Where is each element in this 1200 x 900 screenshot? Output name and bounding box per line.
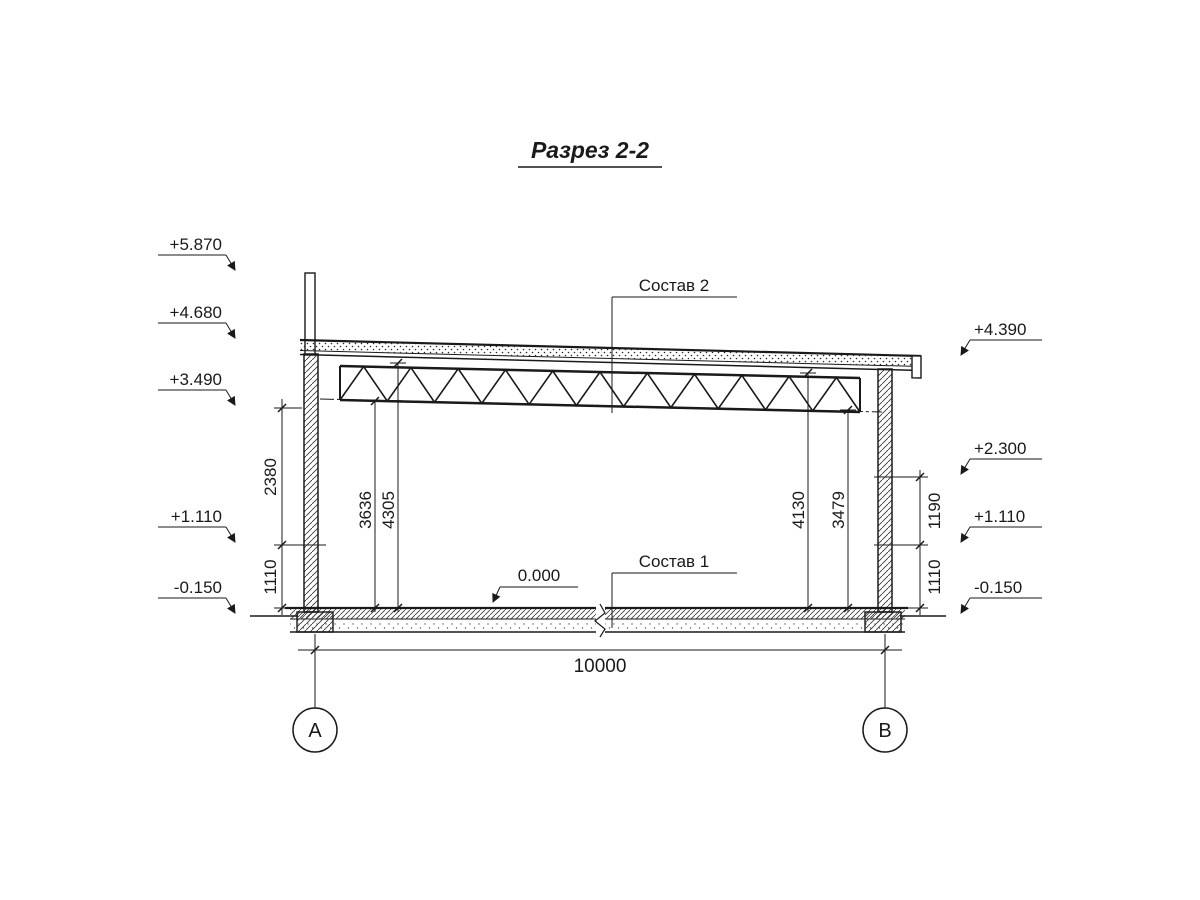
dim-overall-width: 10000 [298, 634, 902, 708]
level-value: +1.110 [171, 507, 222, 526]
level-mark: +1.110 [960, 507, 1042, 543]
dim-tick [277, 403, 287, 413]
level-value: +2.300 [974, 439, 1026, 458]
roof-layer-line [299, 350, 922, 367]
level-arrow-icon [225, 389, 236, 406]
dim-value: 1190 [925, 493, 944, 530]
dim-tick [803, 603, 813, 613]
left-wall [303, 353, 319, 613]
roof-assembly [299, 338, 922, 379]
dim-value: 2380 [261, 458, 280, 496]
break-symbol [594, 603, 606, 638]
callout-label: Состав 1 [639, 552, 710, 571]
level-value: +4.390 [974, 320, 1026, 339]
foundation-left [296, 611, 334, 633]
dim-tick [310, 645, 320, 655]
dim-tick [277, 540, 287, 550]
level-value: 0.000 [518, 566, 561, 585]
level-mark: +4.390 [960, 320, 1042, 356]
level-mark: +3.490 [158, 370, 236, 406]
level-mark: +5.870 [158, 235, 236, 271]
dim-value: 3479 [829, 491, 848, 529]
level-arrow-icon [225, 526, 236, 543]
level-mark: +1.110 [158, 507, 236, 543]
level-value: +4.680 [170, 303, 222, 322]
dim-tick [393, 358, 403, 368]
level-mark: -0.150 [158, 578, 236, 614]
roof-truss [319, 364, 883, 414]
break-gap [596, 605, 605, 635]
axis-bubble-a: A [292, 707, 338, 753]
dim-tick [880, 645, 890, 655]
dim-value: 4305 [379, 491, 398, 529]
level-arrow-icon [960, 339, 971, 356]
roof-insulation [300, 341, 921, 366]
axis-bubble-b: B [862, 707, 908, 753]
foundation-right [864, 611, 902, 633]
level-arrow-icon [960, 458, 971, 475]
floor-slab [285, 603, 908, 638]
level-mark: +4.680 [158, 303, 236, 339]
callout-label: Состав 2 [639, 276, 710, 295]
dim-tick [803, 368, 813, 378]
level-arrow-icon [492, 586, 501, 603]
level-value: -0.150 [974, 578, 1022, 597]
dim-value: 4130 [789, 491, 808, 529]
level-arrow-icon [960, 597, 971, 614]
level-value: +1.110 [974, 507, 1025, 526]
dim-tick [843, 603, 853, 613]
dim-tick [370, 603, 380, 613]
right-wall [874, 368, 896, 613]
dim-tick [393, 603, 403, 613]
dim-tick [915, 540, 925, 550]
dim-value: 1110 [261, 559, 280, 594]
dim-tick [370, 396, 380, 406]
level-arrow-icon [225, 322, 236, 339]
roof-deck-line [299, 353, 922, 372]
dim-tick [277, 603, 287, 613]
level-mark: +2.300 [960, 439, 1042, 475]
dim-interior: 3636 4305 4130 3479 [356, 358, 856, 613]
dim-value: 3636 [356, 491, 375, 529]
page-title: Разрез 2-2 [531, 137, 649, 163]
dim-value: 1110 [925, 559, 944, 594]
dim-right-exterior: 1190 1110 [894, 470, 944, 615]
dim-tick [915, 603, 925, 613]
level-arrow-icon [225, 254, 236, 271]
truss-bottom-chord [339, 398, 861, 414]
level-marks-left: +5.870 +4.680 +3.490 +1.110 -0.150 [158, 235, 236, 614]
axis-label: A [308, 720, 322, 742]
drawing-title: Разрез 2-2 [518, 137, 662, 168]
truss-web-zigzag [339, 365, 861, 413]
truss-axis-dashdot [319, 398, 883, 413]
roof-fascia [911, 355, 922, 379]
level-value: -0.150 [174, 578, 222, 597]
roof-top-line [299, 338, 922, 358]
zero-level-mark: 0.000 [492, 566, 578, 603]
callout-roof-assembly: Состав 2 [611, 276, 737, 413]
level-value: +5.870 [170, 235, 222, 254]
level-arrow-icon [960, 526, 971, 543]
level-arrow-icon [225, 597, 236, 614]
callout-floor-assembly: Состав 1 [611, 552, 737, 628]
dim-value: 10000 [574, 656, 627, 677]
level-value: +3.490 [170, 370, 222, 389]
dim-left-exterior: 2380 1110 [261, 399, 326, 615]
axis-label: B [878, 720, 891, 742]
level-marks-right: +4.390 +2.300 +1.110 -0.150 [960, 320, 1042, 614]
level-mark: -0.150 [960, 578, 1042, 614]
dim-tick [843, 405, 853, 415]
dim-tick [915, 472, 925, 482]
